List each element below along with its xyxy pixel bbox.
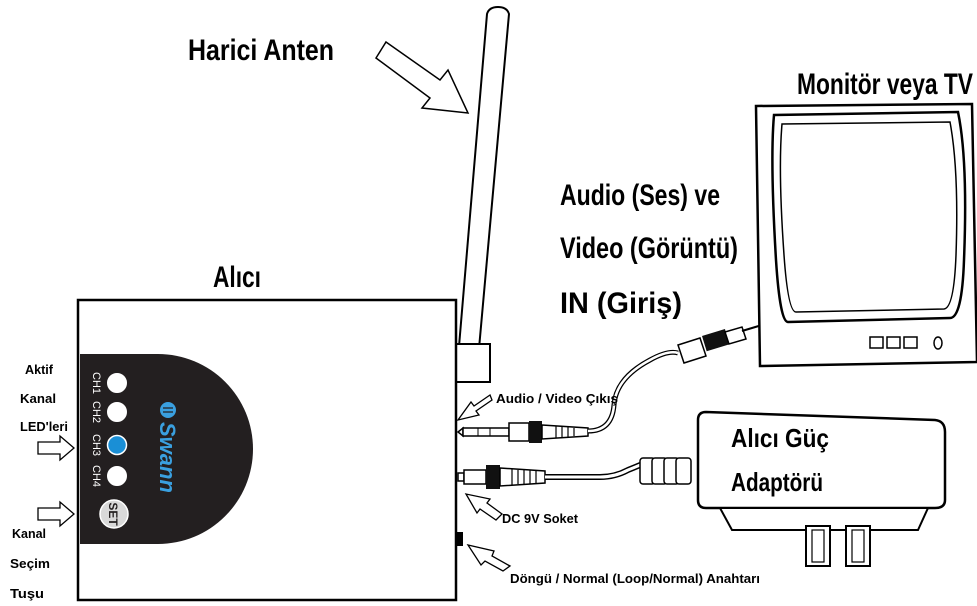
- dc-socket-arrow: [464, 493, 503, 521]
- leds-arrow: [37, 434, 75, 462]
- external-antenna: [454, 5, 511, 383]
- antenna-arrow: [374, 40, 470, 114]
- av-out-label: Audio / Video Çıkış: [496, 391, 618, 406]
- loop-switch-label: Döngü / Normal (Loop/Normal) Anahtarı: [510, 571, 760, 586]
- power-cable: [457, 457, 692, 489]
- antenna-label: Harici Anten: [188, 34, 334, 67]
- power-adapter-label-line2: Adaptörü: [731, 467, 823, 497]
- ch3-label: CH3: [90, 434, 102, 456]
- dc-socket-label: DC 9V Soket: [502, 511, 579, 526]
- led-ch3: [106, 434, 128, 456]
- power-adapter-label-line1: Alıcı Güç: [731, 423, 829, 453]
- av-in-label-line1: Audio (Ses) ve: [560, 179, 720, 212]
- led-ch2: [107, 402, 127, 422]
- active-leds-label-line2: Kanal: [20, 391, 56, 406]
- loop-normal-switch[interactable]: [455, 532, 463, 546]
- av-in-label-line3: IN (Giriş): [560, 287, 682, 320]
- ch2-label: CH2: [90, 401, 102, 423]
- channel-button-label-line1: Kanal: [12, 526, 46, 541]
- led-ch1: [107, 373, 127, 393]
- monitor-label: Monitör veya TV: [797, 68, 973, 101]
- av-in-label-line2: Video (Görüntü): [560, 232, 738, 265]
- ch4-label: CH4: [90, 465, 102, 487]
- channel-button-label-line2: Seçim: [10, 556, 50, 571]
- swann-logo: Swann: [155, 402, 180, 493]
- set-button-label: SET: [106, 502, 120, 526]
- channel-button-label-line3: Tuşu: [10, 586, 44, 601]
- monitor-tv: [754, 102, 977, 368]
- ch1-label: CH1: [90, 372, 102, 394]
- set-button-arrow: [37, 500, 75, 528]
- receiver-front-panel: CH1 CH2 CH3 CH4 SET Swann: [80, 354, 253, 544]
- set-button[interactable]: SET: [99, 499, 129, 529]
- active-leds-label-line3: LED'leri: [20, 419, 68, 434]
- av-out-arrow: [456, 394, 493, 422]
- active-leds-label-line1: Aktif: [25, 362, 54, 377]
- brand-label: Swann: [155, 422, 180, 493]
- receiver-label: Alıcı: [213, 261, 261, 294]
- led-ch4: [107, 466, 127, 486]
- power-adapter: [696, 410, 947, 567]
- loop-switch-arrow: [466, 544, 512, 572]
